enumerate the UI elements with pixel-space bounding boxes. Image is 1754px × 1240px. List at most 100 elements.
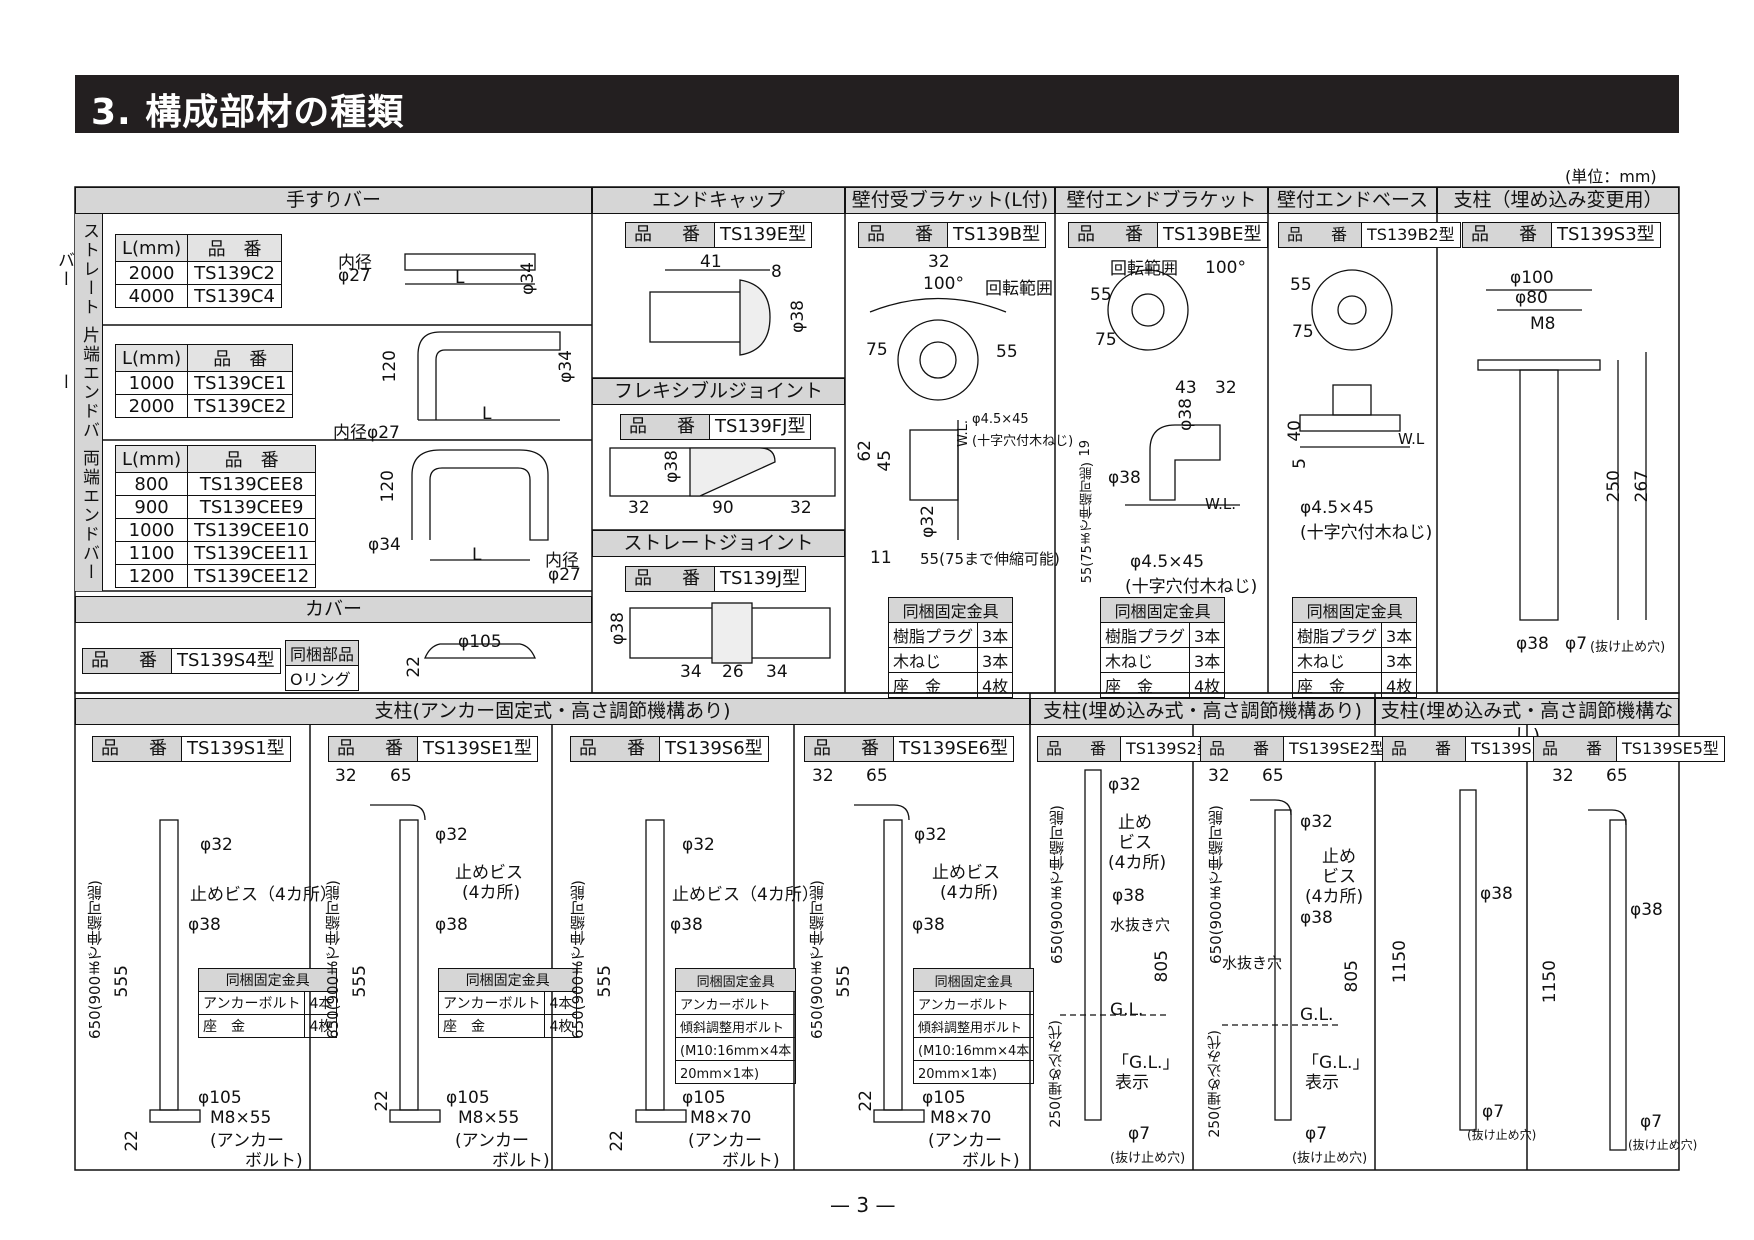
dim-flex-90: 90: [712, 498, 734, 518]
e1-h805: 805: [1342, 960, 1362, 993]
section-embed-noadjust: 支柱(埋め込み式・高さ調節機構なし): [1375, 698, 1679, 747]
dim-flex-32a: 32: [628, 498, 650, 518]
dim-eb-43: 43: [1175, 378, 1197, 398]
p1-anchor2: ボルト): [492, 1151, 550, 1171]
dim-eb-32: 32: [1215, 378, 1237, 398]
e1-gl2: 「G.L.」: [1302, 1053, 1370, 1073]
label-single-end-bar: 片端エンドバー: [54, 325, 103, 440]
dim-bl-11: 11: [870, 548, 892, 568]
dim-pc-m8: M8: [1530, 314, 1556, 334]
e3-d32: 32: [1552, 766, 1574, 786]
p3-d32: 32: [812, 766, 834, 786]
col-part: 品 番: [187, 445, 317, 473]
e0-phi7: φ7: [1128, 1124, 1151, 1144]
e1-phi38: φ38: [1300, 908, 1333, 928]
dim-sj-34b: 34: [766, 662, 788, 682]
p0-anchor2: ボルト): [245, 1151, 303, 1171]
p2-stop: 止めビス（4カ所）: [672, 885, 819, 905]
e3-h1150: 1150: [1540, 960, 1560, 1004]
label-straight-bar: ストレートバー: [54, 214, 103, 325]
dim-eb-55: 55: [1090, 285, 1112, 305]
e0-gl3: 表示: [1115, 1073, 1149, 1093]
p1-phi38: φ38: [435, 915, 468, 935]
p3-anchor2: ボルト): [962, 1151, 1020, 1171]
dim-bl-75: 75: [866, 340, 888, 360]
e2-phi7: φ7: [1482, 1102, 1505, 1122]
dim-single-inner: 内径φ27: [333, 423, 400, 443]
page-number: — 3 —: [830, 1193, 896, 1217]
section-cover: カバー: [75, 596, 592, 623]
dim-pc-phi7: φ7: [1565, 634, 1588, 654]
e3-phi7: φ7: [1640, 1112, 1663, 1132]
label-double-end-bar: 両端エンドバー: [75, 440, 103, 591]
e0-h805: 805: [1152, 950, 1172, 983]
e1-d32: 32: [1208, 766, 1230, 786]
e2-phi38: φ38: [1480, 884, 1513, 904]
p3-d65: 65: [866, 766, 888, 786]
col-length: L(mm): [114, 344, 189, 372]
dim-cover-d105: φ105: [458, 632, 502, 652]
e2-hole: (抜け止め穴): [1467, 1128, 1537, 1142]
e1-gl: G.L.: [1300, 1005, 1334, 1025]
e0-gl: G.L.: [1110, 1000, 1144, 1020]
p0-phi32: φ32: [200, 835, 233, 855]
p1-anchor1: (アンカー: [455, 1131, 529, 1151]
e1-stop2: ビス: [1322, 867, 1356, 887]
dim-sj-34a: 34: [680, 662, 702, 682]
dim-ebase-screw: φ4.5×45: [1300, 498, 1375, 518]
p2-anchor1: (アンカー: [688, 1131, 762, 1151]
p2-bolt: M8×70: [690, 1108, 752, 1128]
dim-ebase-55: 55: [1290, 275, 1312, 295]
col-part: 品 番: [187, 234, 282, 262]
dim-ebase-75: 75: [1292, 322, 1314, 342]
dim-ebase-screw2: (十字穴付木ねじ): [1300, 523, 1433, 543]
dim-eb-screw2: (十字穴付木ねじ): [1125, 577, 1258, 597]
p2-anchor2: ボルト): [722, 1151, 780, 1171]
section-wall-end-base: 壁付エンドベース: [1268, 187, 1437, 214]
p0-bolt: M8×55: [210, 1108, 272, 1128]
e1-phi32: φ32: [1300, 812, 1333, 832]
dim-straight-inner: 内径: [338, 253, 372, 273]
unit-note: (単位：mm): [1565, 167, 1657, 186]
p0-phi38: φ38: [188, 915, 221, 935]
e0-hole: (抜け止め穴): [1110, 1151, 1186, 1166]
dim-double-L: L: [472, 545, 482, 565]
page-title: 3. 構成部材の種類: [91, 92, 405, 133]
dim-bl-100: 100°: [923, 274, 964, 294]
e1-drain: 水抜き穴: [1222, 954, 1283, 972]
p0-phi105: φ105: [198, 1088, 242, 1108]
dim-flex-32b: 32: [790, 498, 812, 518]
e3-phi38: φ38: [1630, 900, 1663, 920]
section-post-change: 支柱（埋め込み変更用）: [1437, 187, 1679, 214]
col-length: L(mm): [114, 445, 189, 473]
dim-eb-screw: φ4.5×45: [1130, 552, 1205, 572]
e0-stop2: ビス: [1118, 833, 1152, 853]
section-wall-end-bracket: 壁付エンドブラケット: [1055, 187, 1268, 214]
e0-phi32: φ32: [1108, 775, 1141, 795]
dim-single-L: L: [482, 404, 492, 424]
section-straight-joint: ストレートジョイント: [592, 530, 845, 557]
cover-included-table: 同梱部品 Oリング: [284, 640, 360, 691]
e0-drain: 水抜き穴: [1110, 916, 1171, 934]
dim-double-phi34: φ34: [368, 535, 401, 555]
section-endcap: エンドキャップ: [592, 187, 845, 214]
